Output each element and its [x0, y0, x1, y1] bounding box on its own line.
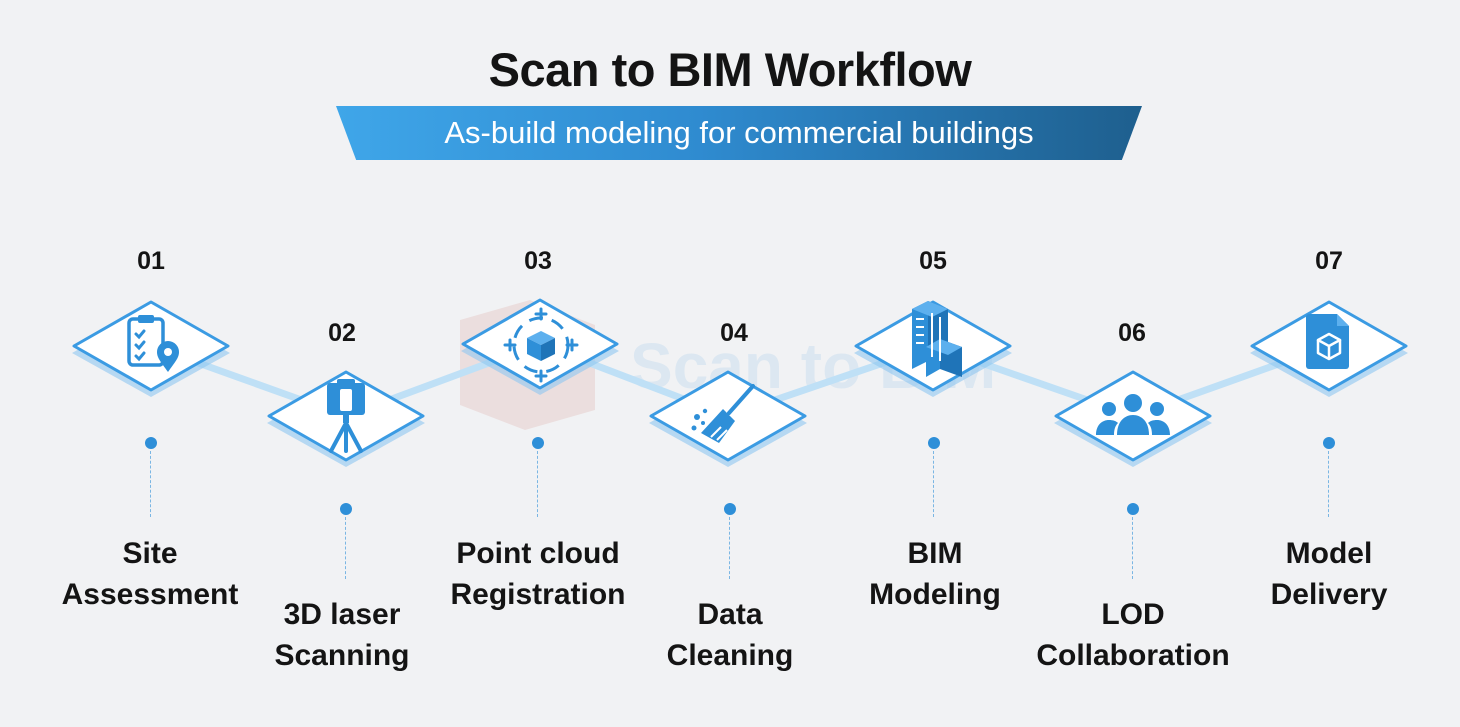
step-marker-01: [145, 437, 157, 449]
step-number-04: 04: [720, 319, 748, 347]
step-label-01-line1: Site: [122, 537, 178, 570]
step-marker-05: [928, 437, 940, 449]
buildings-icon: [912, 301, 962, 377]
step-label-06-line1: LOD: [1101, 598, 1165, 631]
step-marker-02: [340, 503, 352, 515]
step-number-07: 07: [1315, 247, 1343, 275]
step-tile-06: [1050, 369, 1216, 469]
page-subtitle: As-build modeling for commercial buildin…: [444, 115, 1034, 150]
step-leader-06: [1132, 517, 1133, 579]
step-leader-04: [729, 517, 730, 579]
step-label-06-line2: Collaboration: [1036, 639, 1230, 672]
step-label-07-line1: Model: [1285, 537, 1373, 570]
step-label-05: BIM Modeling: [815, 533, 1055, 615]
step-label-04: Data Cleaning: [610, 594, 850, 676]
step-marker-03: [532, 437, 544, 449]
step-label-03-line1: Point cloud: [456, 537, 620, 570]
step-marker-07: [1323, 437, 1335, 449]
step-label-07-line2: Delivery: [1270, 578, 1388, 611]
step-label-02-line1: 3D laser: [283, 598, 401, 631]
step-number-06: 06: [1118, 319, 1146, 347]
step-tile-05: [850, 299, 1016, 399]
step-label-06: LOD Collaboration: [1013, 594, 1253, 676]
step-number-03: 03: [524, 247, 552, 275]
step-label-04-line1: Data: [697, 598, 763, 631]
step-label-03-line2: Registration: [450, 578, 626, 611]
step-label-01: Site Assessment: [30, 533, 270, 615]
broom-icon: [691, 384, 755, 443]
cube-document-icon: [1306, 314, 1349, 369]
step-leader-02: [345, 517, 346, 579]
step-label-05-line2: Modeling: [869, 578, 1001, 611]
subtitle-banner: [336, 106, 1142, 160]
step-label-01-line2: Assessment: [61, 578, 239, 611]
cube-target-icon: [503, 307, 579, 383]
step-tile-02: [263, 369, 429, 469]
step-tile-01: [68, 299, 234, 399]
laser-scanner-tripod-icon: [327, 379, 365, 453]
team-icon: [1096, 394, 1170, 435]
step-number-01: 01: [137, 247, 165, 275]
step-label-02: 3D laser Scanning: [222, 594, 462, 676]
clipboard-location-icon: [127, 315, 179, 372]
step-number-02: 02: [328, 319, 356, 347]
step-label-03: Point cloud Registration: [418, 533, 658, 615]
step-leader-07: [1328, 451, 1329, 517]
step-label-02-line2: Scanning: [274, 639, 410, 672]
step-label-07: Model Delivery: [1209, 533, 1449, 615]
step-tile-04: [645, 369, 811, 469]
step-marker-06: [1127, 503, 1139, 515]
step-tile-07: [1246, 299, 1412, 399]
page-title: Scan to BIM Workflow: [488, 43, 972, 96]
step-label-04-line2: Cleaning: [666, 639, 794, 672]
step-label-05-line1: BIM: [907, 537, 963, 570]
step-number-05: 05: [919, 247, 947, 275]
step-leader-03: [537, 451, 538, 517]
step-leader-01: [150, 451, 151, 517]
step-marker-04: [724, 503, 736, 515]
step-tile-03: [457, 297, 623, 397]
step-leader-05: [933, 451, 934, 517]
